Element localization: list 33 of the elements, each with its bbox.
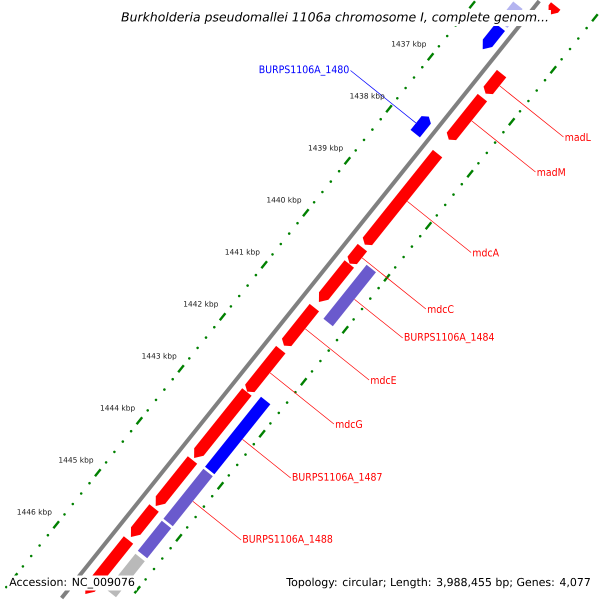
- gene-feature: [446, 94, 488, 140]
- leader-line: [350, 70, 416, 124]
- leader-line: [407, 201, 472, 253]
- leader-line: [499, 86, 564, 138]
- gene-feature: [163, 468, 213, 526]
- gene-label: BURPS1106A_1487: [292, 472, 382, 484]
- gene-feature: [245, 346, 286, 392]
- gene-label: BURPS1106A_1484: [404, 332, 494, 344]
- leader-line: [471, 120, 536, 172]
- title: Burkholderia pseudomallei 1106a chromosome I, complete genom...: [119, 10, 551, 26]
- gene-label: mdcA: [473, 248, 499, 257]
- gene-feature: [362, 150, 442, 246]
- gene-label: BURPS1106A_1480: [260, 65, 349, 76]
- gene-feature: [410, 116, 431, 138]
- gene-label: mdcG: [336, 420, 362, 428]
- leader-line: [362, 258, 426, 310]
- gene-feature: [205, 396, 270, 474]
- leader-line: [270, 372, 334, 424]
- gene-feature: [282, 304, 320, 346]
- gene-label: mdcE: [371, 376, 396, 384]
- leader-line: [304, 328, 370, 380]
- gene-label: madM: [538, 168, 565, 176]
- gene-feature: [484, 70, 506, 94]
- genome-info-text: Topology: circular; Length: 3,988,455 bp; Genes: 4,077: [284, 576, 593, 590]
- gene-feature: [323, 264, 376, 326]
- leader-line: [242, 439, 292, 478]
- accession-text: Accession: NC_009076: [7, 576, 137, 590]
- leader-line: [354, 299, 404, 338]
- gene-feature: [348, 244, 368, 264]
- gene-label: BURPS1106A_1488: [243, 534, 332, 546]
- leader-line: [192, 501, 242, 540]
- gene-label: mdcC: [428, 304, 454, 314]
- gene-label: madL: [566, 132, 591, 142]
